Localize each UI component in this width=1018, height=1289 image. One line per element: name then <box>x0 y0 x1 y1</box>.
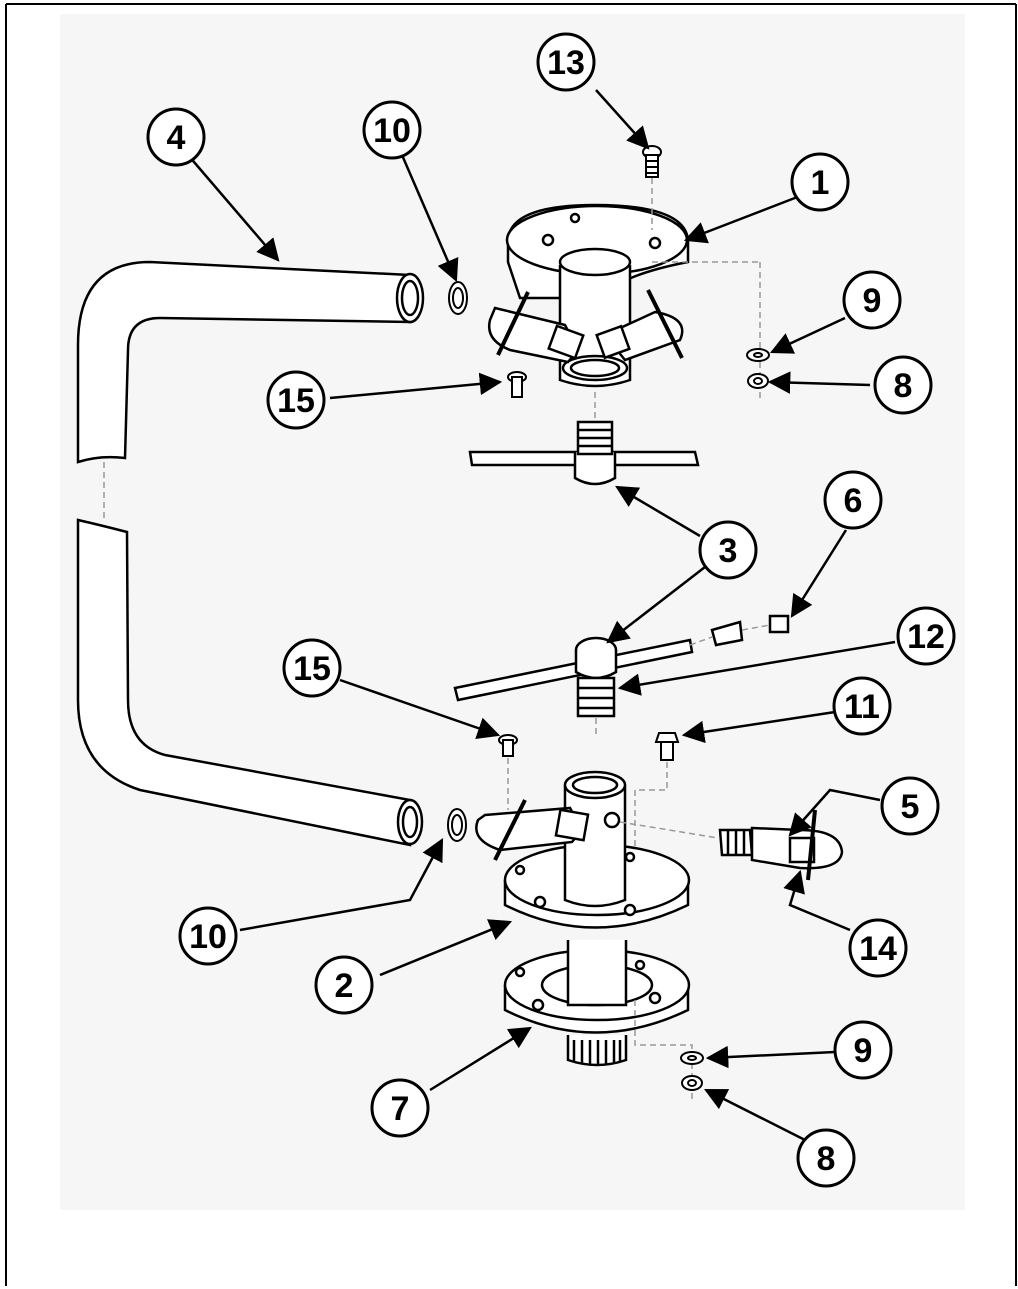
bolt-part-11 <box>634 732 680 900</box>
svg-text:4: 4 <box>167 119 186 157</box>
lower-flange-part-7 <box>503 940 691 1067</box>
svg-text:13: 13 <box>547 44 585 82</box>
page-border <box>5 3 1017 1286</box>
callout-7: 7 <box>370 1078 430 1138</box>
callout-15-lower: 15 <box>282 638 342 698</box>
callout-15-upper: 15 <box>266 370 326 430</box>
callout-3: 3 <box>698 520 758 580</box>
callout-9-upper: 9 <box>842 270 902 330</box>
svg-text:15: 15 <box>293 650 331 688</box>
callout-12: 12 <box>896 606 956 666</box>
pipe-part-4 <box>76 260 425 847</box>
callout-14: 14 <box>848 918 908 978</box>
callout-1: 1 <box>790 152 850 212</box>
callout-8-lower: 8 <box>796 1128 856 1188</box>
screw-part-15-upper <box>507 371 527 398</box>
callout-10-upper: 10 <box>362 100 422 160</box>
spray-arm-part-3-lower <box>453 614 790 735</box>
svg-text:14: 14 <box>859 930 897 968</box>
svg-text:9: 9 <box>863 282 882 320</box>
svg-text:3: 3 <box>719 532 738 570</box>
svg-text:12: 12 <box>907 618 945 656</box>
callout-11: 11 <box>832 676 892 736</box>
callout-10-lower: 10 <box>178 906 238 966</box>
screw-part-13 <box>642 145 662 230</box>
callout-8-upper: 8 <box>873 355 933 415</box>
screw-part-15-lower <box>498 734 518 810</box>
svg-text:10: 10 <box>189 918 227 956</box>
spray-arm-part-3-upper <box>468 392 700 486</box>
svg-text:1: 1 <box>811 164 830 202</box>
leader-lines <box>187 89 896 1142</box>
callout-9-lower: 9 <box>833 1020 893 1080</box>
svg-text:7: 7 <box>391 1090 410 1128</box>
callout-5: 5 <box>880 776 940 836</box>
washer-part-10-lower <box>447 808 467 842</box>
lower-body-part-2 <box>475 770 691 929</box>
svg-text:15: 15 <box>277 382 315 420</box>
callout-2: 2 <box>314 955 374 1015</box>
svg-text:8: 8 <box>817 1140 836 1178</box>
washer-part-10-upper <box>448 281 468 315</box>
svg-text:11: 11 <box>844 688 880 726</box>
callout-13: 13 <box>536 32 596 92</box>
svg-text:2: 2 <box>335 967 354 1005</box>
svg-text:5: 5 <box>901 788 920 826</box>
callouts: 1 13 4 10 9 8 15 3 6 12 15 11 5 14 10 2 … <box>146 32 956 1188</box>
svg-text:10: 10 <box>373 112 411 150</box>
svg-text:6: 6 <box>844 482 863 520</box>
upper-body-part-1 <box>487 203 690 388</box>
callout-6: 6 <box>823 470 883 530</box>
valve-part-5 <box>619 809 844 881</box>
callout-4: 4 <box>146 107 206 167</box>
svg-text:9: 9 <box>854 1032 873 1070</box>
svg-text:8: 8 <box>894 367 913 405</box>
washer-nut-lower <box>634 1000 704 1100</box>
